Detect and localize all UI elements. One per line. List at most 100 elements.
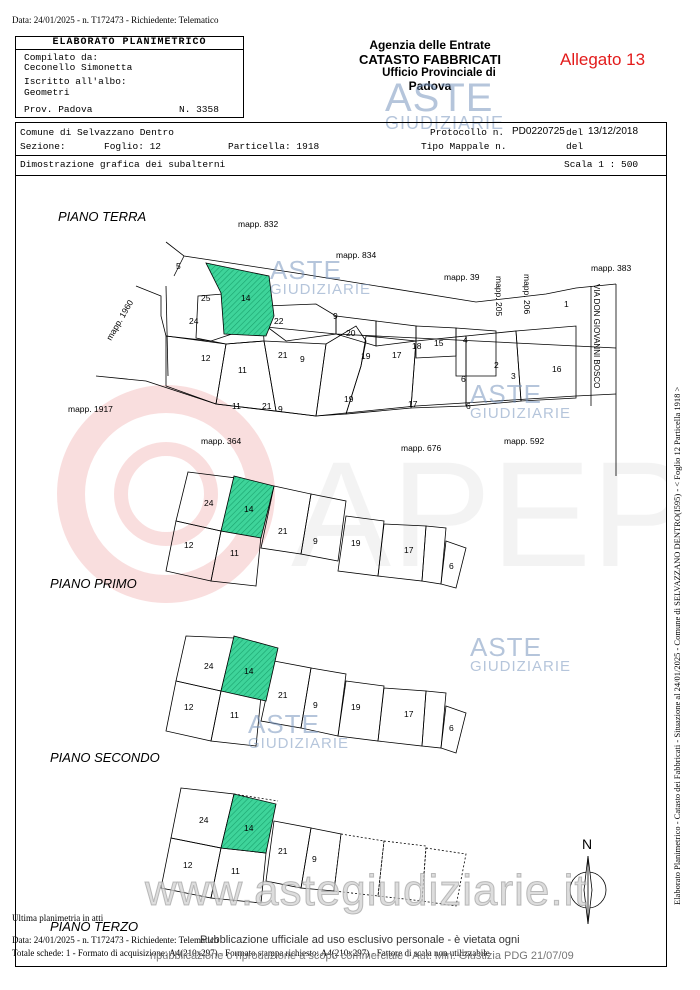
svg-text:mapp. 592: mapp. 592 [504,436,544,446]
svg-text:mapp. 1917: mapp. 1917 [68,404,113,414]
top-note: Data: 24/01/2025 - n. T172473 - Richiede… [12,15,219,25]
info-box: Comune di Selvazzano Dentro Protocollo n… [15,122,667,176]
particella: Particella: 1918 [228,141,320,152]
svg-text:5: 5 [176,261,181,271]
pubblicazione-line2: ripubblicazione o riproduzione a scopo c… [150,950,574,962]
compilato-label: Compilato da: [24,52,99,63]
svg-text:12: 12 [183,860,193,870]
svg-text:17: 17 [404,709,414,719]
svg-text:24: 24 [204,661,214,671]
svg-text:mapp. 383: mapp. 383 [591,263,631,273]
protocollo-number: PD0220725 [512,126,565,137]
svg-text:11: 11 [238,365,247,375]
svg-text:16: 16 [552,364,562,374]
svg-text:14: 14 [244,666,254,676]
svg-text:24: 24 [204,498,214,508]
svg-text:19: 19 [351,538,361,548]
svg-text:19: 19 [344,394,354,404]
svg-text:17: 17 [392,350,402,360]
svg-text:21: 21 [278,846,288,856]
cadastral-plan: APEP PIANO TERRA mapp. 832 mapp. 834 map… [50,209,691,934]
iscritto-label: Iscritto all'albo: [24,76,127,87]
svg-text:mapp. 832: mapp. 832 [238,219,278,229]
svg-text:9: 9 [313,700,318,710]
svg-text:17: 17 [404,545,414,555]
tipo-mappale: Tipo Mappale n. [421,141,507,152]
tipo-del: del [566,141,584,152]
svg-text:21: 21 [278,690,288,700]
svg-text:24: 24 [189,316,199,326]
bottom-line2: Totale schede: 1 - Formato di acquisizio… [12,948,490,958]
bottom-line1: Data: 24/01/2025 - n. T172473 - Richiede… [12,935,219,945]
sub14-terra [205,262,275,337]
prov-value: Prov. Padova [24,104,93,115]
aste-watermark-2: ASTE GIUDIZIARIE [470,379,572,422]
side-text: Elaborato Planimetrico - Catasto dei Fab… [672,386,682,905]
piano-secondo-labels: 24 14 12 11 21 9 19 17 6 [184,661,454,733]
svg-text:22: 22 [274,316,284,326]
svg-text:12: 12 [184,540,194,550]
svg-text:mapp. 834: mapp. 834 [336,250,376,260]
svg-text:21: 21 [278,526,288,536]
aste-watermark-4: ASTE GIUDIZIARIE [248,709,350,752]
svg-text:19: 19 [361,351,371,361]
piano-terra-plan [95,241,617,476]
ultima-planimetria: Ultima planimetria in atti [12,913,104,923]
agency-line3: Ufficio Provinciale di [382,67,496,79]
protocollo-date: 13/12/2018 [588,126,639,137]
svg-text:3: 3 [511,371,516,381]
piano-terzo-labels: 24 14 12 11 21 9 [183,815,317,876]
header-box: ELABORATO PLANIMETRICO Compilato da: Cec… [15,36,244,118]
sezione-label: Sezione: [20,141,66,152]
site-watermark: www.astegiudiziarie.it [145,866,588,916]
sub14-terzo [220,793,277,854]
comune: Comune di Selvazzano Dentro [20,127,174,138]
apep-watermark: APEP [57,385,691,603]
pubblicazione-line1: Pubblicazione ufficiale ad uso esclusivo… [200,934,520,946]
svg-text:6: 6 [449,723,454,733]
sub14-primo [220,475,275,539]
aste-watermark-3: ASTE GIUDIZIARIE [470,632,572,675]
drawing-area: APEP PIANO TERRA mapp. 832 mapp. 834 map… [15,176,691,967]
svg-text:1: 1 [564,299,569,309]
piano-primo-labels: 24 14 12 11 21 9 19 17 6 [184,498,454,571]
scala-label: Scala 1 : 500 [564,159,639,170]
svg-text:15: 15 [434,338,444,348]
svg-text:9: 9 [313,536,318,546]
svg-text:mapp. 39: mapp. 39 [444,272,480,282]
piano-terra-label: PIANO TERRA [58,209,146,224]
svg-text:11: 11 [230,548,239,558]
svg-text:9: 9 [312,854,317,864]
svg-text:17: 17 [408,399,418,409]
header-title: ELABORATO PLANIMETRICO [16,37,243,50]
agency-line1: Agenzia delle Entrate [369,38,491,52]
svg-text:9: 9 [333,311,338,321]
svg-text:9: 9 [300,354,305,364]
piano-terzo-plan [160,787,342,904]
svg-text:VIA DON GIOVANNI BOSCO: VIA DON GIOVANNI BOSCO [592,284,601,388]
svg-text:21: 21 [262,401,272,411]
apep-text: APEP [291,430,666,598]
allegato-label: Allegato 13 [560,50,646,69]
aste-watermark-header: ASTE GIUDIZIARIE [385,76,505,133]
svg-text:N: N [582,836,592,852]
svg-text:mapp. 676: mapp. 676 [401,443,441,453]
foglio: Foglio: 12 [104,141,162,152]
svg-text:mapp. 206: mapp. 206 [522,274,532,314]
piano-primo-label: PIANO PRIMO [50,576,137,591]
protocollo-del: del [566,127,584,138]
svg-text:mapp. 364: mapp. 364 [201,436,241,446]
svg-text:24: 24 [199,815,209,825]
agency-line4: Padova [408,79,452,93]
svg-text:2: 2 [494,360,499,370]
svg-text:14: 14 [244,504,254,514]
svg-text:mapp. 205: mapp. 205 [494,276,504,316]
protocollo-label: Protocollo n. [430,127,505,138]
svg-text:20: 20 [346,328,356,338]
compilato-name: Ceconello Simonetta [24,62,133,73]
svg-text:18: 18 [412,341,422,351]
svg-text:mapp. 1960: mapp. 1960 [104,298,135,342]
svg-text:9: 9 [278,404,283,414]
svg-text:6: 6 [461,374,466,384]
svg-text:12: 12 [201,353,211,363]
